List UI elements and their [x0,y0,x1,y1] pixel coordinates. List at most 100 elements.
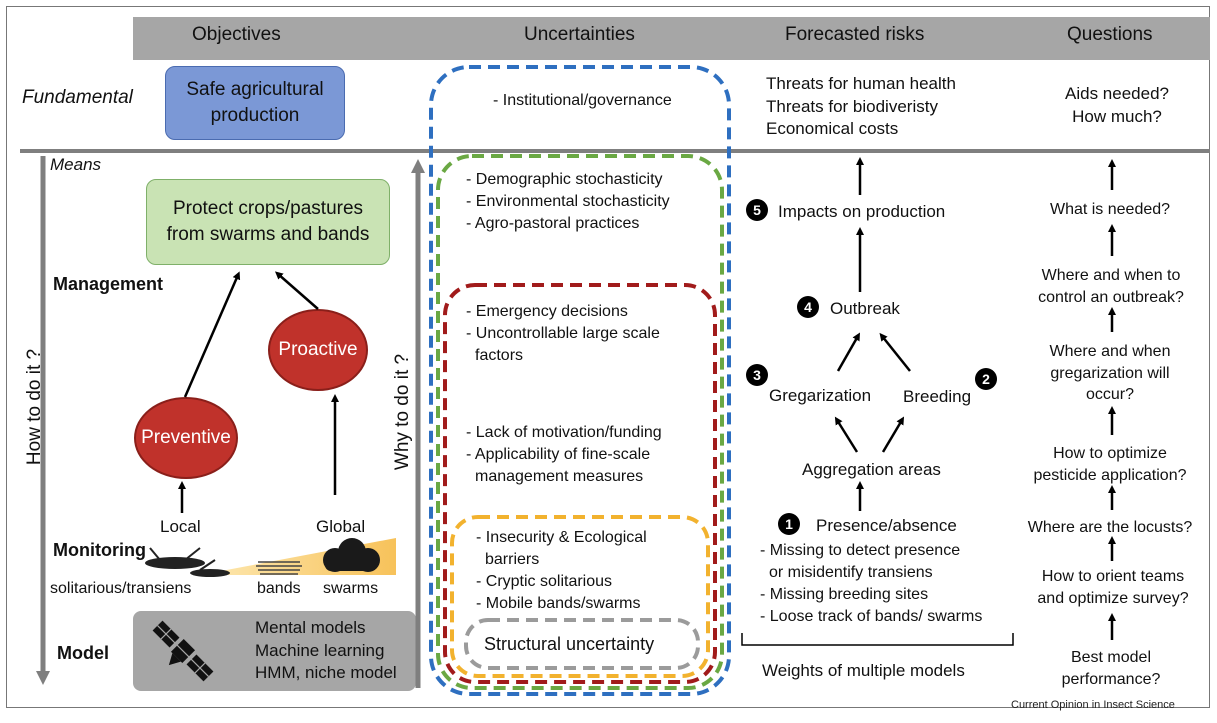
weights-label: Weights of multiple models [762,661,965,680]
impacts-label: Impacts on production [778,202,946,221]
credit-label: Current Opinion in Insect Science [1011,699,1175,711]
proactive-to-protect-arrow [274,271,319,310]
question-line: What is needed? [1049,201,1171,218]
risk-item: Threats for biodiveristy [766,96,938,116]
breeding-to-outbreak-arrow [879,332,911,372]
structural-uncertainty-label: Structural uncertainty [484,634,655,654]
header-bar [133,17,1210,60]
header-objectives: Objectives [192,24,281,45]
preventive-ellipse: Preventive [134,397,238,479]
uncertainty-item: - Demographic stochasticity [466,171,663,188]
uncertainty-item: - Uncontrollable large scale [466,325,660,343]
box-line: Protect crops/pastures [172,198,364,220]
step-4-badge: 4 [797,296,819,318]
uncertainty-red-list-2: - Lack of motivation/funding - Applicabi… [466,422,662,488]
risks-fundamental-list: Threats for human health Threats for bio… [766,73,956,141]
proactive-ellipse: Proactive [268,309,368,391]
row-label-means: Means [50,155,102,174]
global-label: Global [316,517,366,536]
uncertainty-frame-blue [429,65,731,696]
step-5-badge: 5 [746,199,768,221]
uncertainty-item: - Insecurity & Ecological [476,529,647,546]
question-2: Where and when to control an outbreak? [1038,265,1184,308]
uncertainty-item: - Mobile bands/swarms [476,595,641,613]
question-5: Where are the locusts? [1028,517,1193,539]
uncertainty-item: - Agro-pastoral practices [466,215,640,233]
question-4: How to optimize pesticide application? [1034,443,1187,486]
question-line: How to orient teams [1041,568,1185,585]
box-line: production [210,105,300,126]
weights-bracket [741,633,1014,646]
row-label-model: Model [57,643,109,663]
model-line: Mental models [255,618,366,637]
uncertainty-item: - Environmental stochasticity [466,193,670,211]
model-line: Machine learning [255,640,385,660]
preventive-to-protect-arrow [183,271,241,398]
row-label-fundamental: Fundamental [22,87,133,108]
uncertainty-blue-list: - Institutional/governance [493,90,672,112]
uncertainty-item: - Cryptic solitarious [476,573,613,591]
question-line: Where are the locusts? [1027,519,1193,536]
uncertainty-yellow-list: - Insecurity & Ecological barriers - Cry… [476,527,647,615]
presence-label: Presence/absence [816,516,957,535]
question-line: pesticide application? [1033,466,1187,484]
uncertainty-item: - Institutional/governance [493,92,672,109]
question-line: gregarization will [1050,364,1170,382]
header-uncertainties: Uncertainties [524,24,635,45]
risk-item: - Loose track of bands/ swarms [760,608,983,626]
uncertainty-item: management measures [475,468,644,486]
gregarization-to-outbreak-arrow [836,332,860,372]
swarm-cloud-icon [323,538,380,572]
question-line: and optimize survey? [1037,589,1189,607]
step-1-badge: 1 [778,513,800,535]
bands-label: bands [257,580,301,597]
proactive-label: Proactive [278,339,358,360]
risk-item: Threats for human health [766,74,956,93]
question-6: How to orient teams and optimize survey? [1037,566,1188,609]
uncertainty-item: - Applicability of fine-scale [466,446,651,464]
bands-icon [256,561,302,575]
uncertainty-item: barriers [485,551,540,569]
locust-icon [145,547,230,577]
uncertainty-item: - Lack of motivation/funding [466,424,662,441]
uncertainty-frame-grey [464,618,700,670]
risk-item: - Missing breeding sites [760,586,929,604]
question-line: control an outbreak? [1038,288,1184,306]
uncertainty-green-list: - Demographic stochasticity - Environmen… [466,169,670,235]
question-1: What is needed? [1050,199,1170,221]
local-label: Local [160,517,201,536]
question-line: Where and when to [1041,267,1181,284]
question-7: Best model performance? [1062,647,1161,690]
row-label-monitoring: Monitoring [53,540,146,560]
question-line: Aids needed? [1065,84,1169,103]
presence-issues-list: - Missing to detect presence or misident… [760,540,982,628]
swarms-label: swarms [323,580,379,597]
model-line: HMM, niche model [255,663,397,683]
question-line: Where and when [1049,343,1171,360]
risk-item: Economical costs [766,119,899,139]
uncertainty-frame-yellow [450,515,710,678]
row-label-management: Management [53,274,164,294]
header-questions: Questions [1067,24,1153,45]
preventive-label: Preventive [141,427,231,448]
safe-production-box: Safe agricultural production [165,66,345,140]
question-fundamental: Aids needed? How much? [1065,83,1169,129]
risk-item: or misidentify transiens [769,564,933,582]
question-line: How much? [1072,106,1162,126]
question-line: Best model [1070,649,1152,666]
question-line: performance? [1061,670,1161,688]
question-line: How to optimize [1053,445,1167,462]
satellite-icon [152,620,214,682]
uncertainty-red-list-1: - Emergency decisions - Uncontrollable l… [466,301,660,367]
breeding-label: Breeding [903,387,972,406]
step-2-badge: 2 [975,368,997,390]
box-line: Safe agricultural [186,79,324,101]
figure-frame [6,6,1210,708]
outbreak-label: Outbreak [830,299,900,318]
uncertainty-frame-green [436,154,724,690]
gregarization-label: Gregarization [769,386,872,405]
uncertainty-item: - Emergency decisions [466,303,628,320]
solitarious-label: solitarious/transiens [50,580,192,597]
